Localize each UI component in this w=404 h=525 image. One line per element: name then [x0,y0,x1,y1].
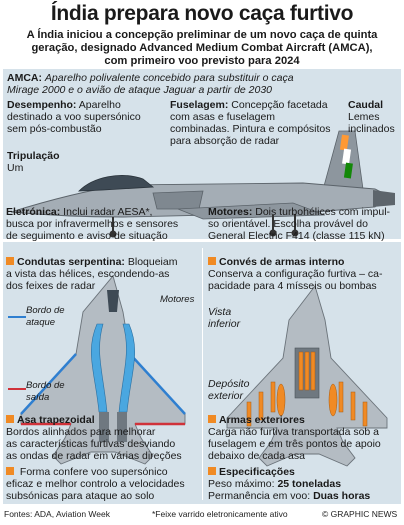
orange-bullet-icon [6,467,14,475]
tripulacao-value: Um [7,162,24,174]
eletronica-label: Eletrónica: [6,206,61,218]
deposito-text: Depósito [208,378,250,390]
desempenho-text: destinado a voo supersónico [7,111,141,123]
condutas-title: Condutas serpentina: [17,256,125,268]
asa-callout: Asa trapezoidal Bordos alinhados para me… [6,414,202,462]
amca-description: AMCA: Aparelho polivalente concebido par… [7,72,397,96]
amca-text: Mirage 2000 e o avião de ataque Jaguar a… [7,84,273,96]
orange-bullet-icon [208,467,216,475]
condutas-text: dos feixes de radar [6,280,96,292]
subtitle-line: com primeiro voo previsto para 2024 [104,55,300,67]
asa-text: as características furtivas desviando [6,438,176,450]
armas-text: fuselagem e em três pontos de apoio [208,438,381,450]
specs-title: Especificações [219,466,295,478]
motores-text: so orientável. Escolha provável do [208,218,368,230]
specs-callout: Especificações Peso máximo: 25 toneladas… [208,466,400,502]
subtitle-line: geração, designado Advanced Medium Comba… [31,42,373,54]
armas-title: Armas exteriores [219,414,305,426]
footer-credit: © GRAPHIC NEWS [322,509,398,519]
permanencia-value: Duas horas [313,490,371,502]
desempenho-callout: Desempenho: Aparelho destinado a voo sup… [7,99,157,135]
caudal-callout: Caudal Lemes inclinados [348,99,400,135]
fuselagem-text: com asas e fuselagem [170,111,276,123]
bordo-ataque-label: Bordo de ataque [26,305,86,329]
peso-value: 25 toneladas [277,478,342,490]
fuselagem-text: para absorção de radar [170,135,280,147]
trailing-edge-legend [8,388,26,390]
amca-label: AMCA: [7,72,42,84]
bordo-saida-text: saída [26,392,50,403]
deposito-label: Depósito exterior [208,378,268,402]
fuselagem-text: combinadas. Pintura e compósitos [170,123,331,135]
subtitle-line: A Índia iniciou a concepção preliminar d… [26,29,378,41]
conves-text: Conserva a configuração furtiva – ca- [208,268,383,280]
motores-text: General Electric F414 (classe 115 kN) [208,230,385,242]
forma-text: eficaz e melhor controlo a velocidades [6,478,185,490]
desempenho-text: Aparelho [76,99,121,111]
conves-text: pacidade para 4 mísseis ou bombas [208,280,377,292]
fuselagem-text: Concepção facetada [228,99,328,111]
desempenho-text: sem pós-combustão [7,123,102,135]
permanencia-label: Permanência em voo: [208,490,314,502]
vista-inferior-text: Vista [208,306,232,318]
amca-text: Aparelho polivalente concebido para subs… [44,72,294,84]
aircraft-underside-view [226,285,388,467]
armas-callout: Armas exteriores Carga não furtiva trans… [208,414,400,462]
leading-edge-legend [8,316,26,318]
asa-text: as ondas de radar em várias direções [6,450,182,462]
footer-note: *Feixe varrido eletronicamente ativo [152,509,288,519]
tripulacao-callout: Tripulação Um [7,150,87,174]
orange-bullet-icon [208,257,216,265]
forma-text: subsónicas para ataque ao solo [6,490,155,502]
fuselagem-callout: Fuselagem: Concepção facetada com asas e… [170,99,340,147]
aircraft-top-view [20,275,186,465]
page-title: Índia prepara novo caça furtivo [50,2,354,25]
vista-inferior-label: Vista inferior [208,306,268,330]
orange-bullet-icon [6,257,14,265]
desempenho-label: Desempenho: [7,99,77,111]
motores-callout: Motores: Dois turbohélices com impul- so… [208,206,400,242]
bordo-saida-text: Bordo de [26,380,65,391]
condutas-text: Bloqueiam [124,256,178,268]
asa-text: Bordos alinhados para melhorar [6,426,156,438]
conves-callout: Convés de armas interno Conserva a confi… [208,256,400,292]
panel-divider [202,248,203,500]
deposito-text: exterior [208,390,244,402]
eletronica-text: de seguimento e aviso de situação [6,230,168,242]
caudal-label: Caudal [348,99,384,111]
eletronica-callout: Eletrónica: Inclui radar AESA*, busca po… [6,206,206,242]
bordo-saida-label: Bordo de saída [26,380,86,404]
vista-inferior-text: inferior [208,318,241,330]
orange-bullet-icon [208,415,216,423]
armas-text: Carga não furtiva transportada sob a [208,426,380,438]
caudal-text: inclinados [348,123,395,135]
caudal-text: Lemes [348,111,380,123]
eletronica-text: busca por infravermelhos e sensores [6,218,179,230]
condutas-text: a vista das hélices, escondendo-as [6,268,170,280]
condutas-callout: Condutas serpentina: Bloqueiam a vista d… [6,256,202,292]
conves-title: Convés de armas interno [219,256,345,268]
armas-text: debaixo de cada asa [208,450,305,462]
motores-label: Motores: [208,206,253,218]
tripulacao-label: Tripulação [7,150,60,162]
aircraft-side-view [10,130,395,238]
orange-bullet-icon [6,415,14,423]
bordo-ataque-text: ataque [26,317,56,328]
footer-sources: Fontes: ADA, Aviation Week [4,509,110,519]
fuselagem-label: Fuselagem: [170,99,229,111]
motores-text: Dois turbohélices com impul- [252,206,391,218]
peso-label: Peso máximo: [208,478,278,490]
forma-callout: Forma confere voo supersónico eficaz e m… [6,466,202,502]
motores-tag: Motores [160,294,195,305]
page-subtitle: A Índia iniciou a concepção preliminar d… [10,29,394,68]
bordo-ataque-text: Bordo de [26,305,65,316]
eletronica-text: Inclui radar AESA*, [60,206,153,218]
asa-title: Asa trapezoidal [17,414,95,426]
forma-text: Forma confere voo supersónico [17,466,168,478]
